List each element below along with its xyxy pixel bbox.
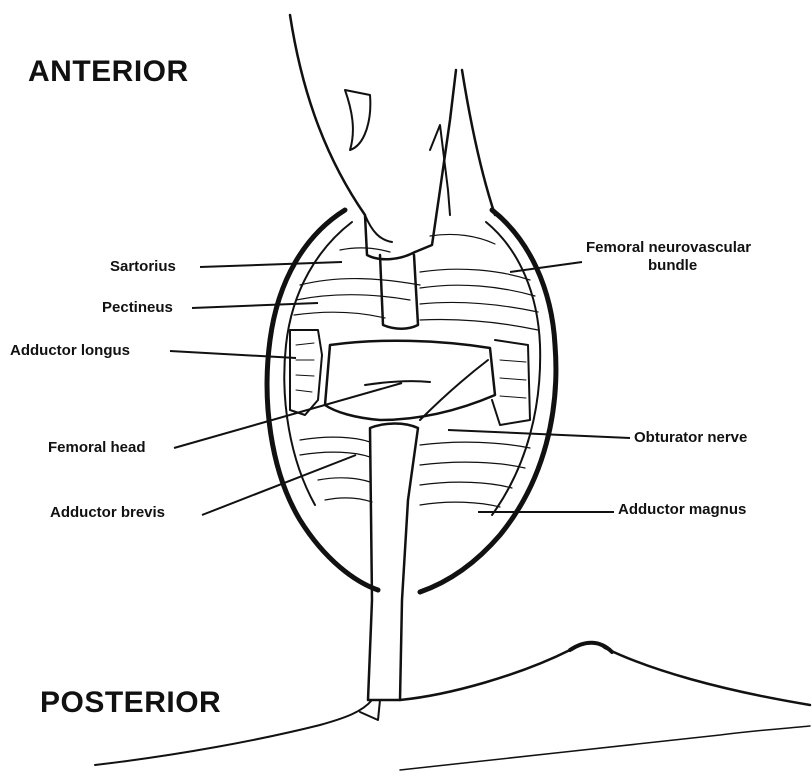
label-adductor-longus: Adductor longus bbox=[10, 343, 130, 358]
label-adductor-brevis: Adductor brevis bbox=[50, 505, 165, 520]
adductor-longus-muscle bbox=[290, 330, 322, 415]
posterior-label: POSTERIOR bbox=[40, 688, 221, 718]
anterior-label: ANTERIOR bbox=[28, 57, 189, 87]
leader-femoral-head bbox=[174, 383, 402, 448]
leader-sartorius bbox=[200, 262, 342, 267]
leader-adductor-longus bbox=[170, 351, 296, 358]
incision-left-edge bbox=[267, 210, 378, 590]
label-femoral-neurovascular-line2: bundle bbox=[648, 258, 697, 273]
label-adductor-magnus: Adductor magnus bbox=[618, 502, 746, 517]
leader-pectineus bbox=[192, 303, 318, 308]
leader-obturator-nerve bbox=[448, 430, 630, 438]
label-obturator-nerve: Obturator nerve bbox=[634, 430, 747, 445]
retractor-hand bbox=[290, 15, 456, 259]
label-femoral-head: Femoral head bbox=[48, 440, 146, 455]
label-pectineus: Pectineus bbox=[102, 300, 173, 315]
label-femoral-neurovascular-line1: Femoral neurovascular bbox=[586, 240, 751, 255]
label-sartorius: Sartorius bbox=[110, 259, 176, 274]
lower-retractor bbox=[368, 424, 418, 701]
